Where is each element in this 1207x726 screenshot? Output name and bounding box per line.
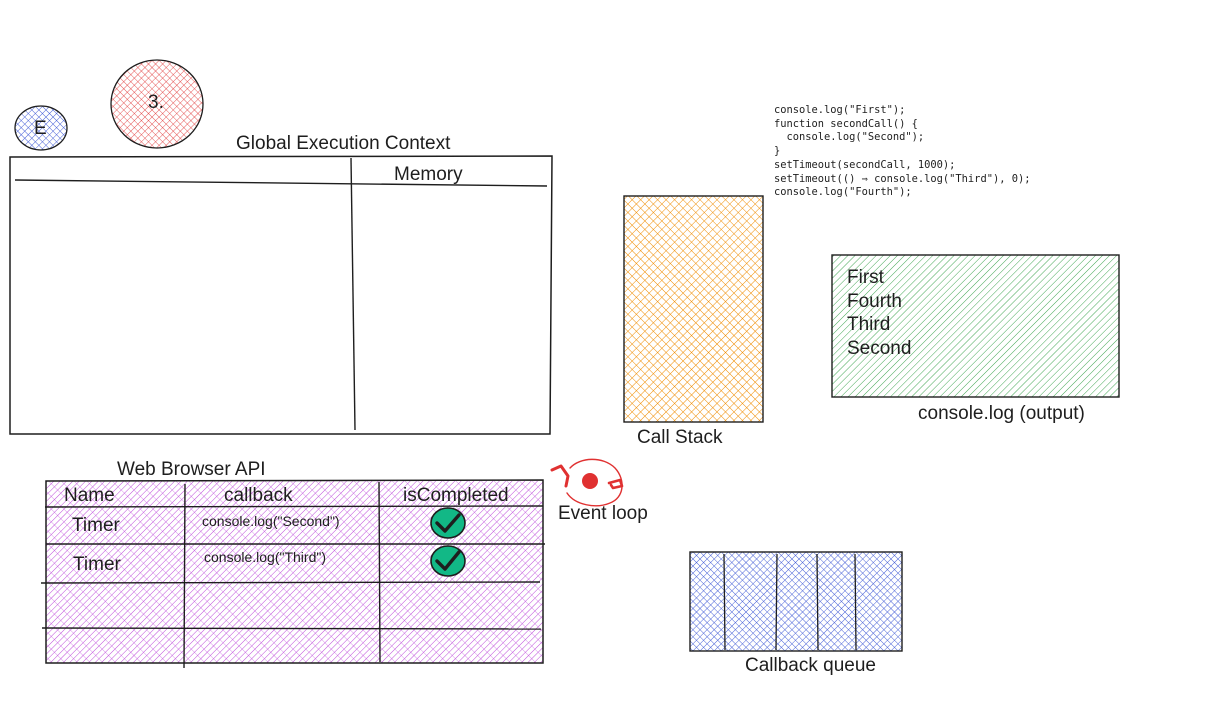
badge-small-label: E [34, 118, 47, 139]
header-callback: callback [224, 485, 293, 506]
header-name: Name [64, 485, 115, 506]
row-callback: console.log("Second") [202, 513, 340, 529]
output-line: Fourth [847, 290, 902, 312]
code-line: console.log("Fourth"); [774, 186, 912, 199]
row-name: Timer [73, 554, 121, 575]
row-callback: console.log("Third") [204, 549, 326, 565]
badge-large-label: 3. [148, 92, 164, 113]
code-line: setTimeout(secondCall, 1000); [774, 158, 956, 171]
callback-queue-box [689, 551, 903, 652]
code-line: setTimeout(() ⇒ console.log("Third"), 0)… [774, 172, 1031, 185]
code-line: console.log("Second"); [774, 131, 925, 144]
header-is-completed: isCompleted [403, 485, 509, 506]
global-context-title: Global Execution Context [236, 133, 451, 154]
row-name: Timer [72, 515, 120, 536]
event-loop-label: Event loop [558, 503, 648, 524]
output-line: Third [847, 314, 891, 335]
badge-small [14, 105, 68, 151]
check-icon [430, 507, 466, 539]
badge-large [110, 59, 204, 149]
code-line: console.log("First"); [774, 104, 906, 116]
check-icon [430, 545, 466, 577]
callback-queue-label: Callback queue [745, 655, 876, 676]
global-context-box [9, 155, 553, 435]
console-output-box [831, 254, 1120, 398]
console-output-lines: First Fourth Third Second [847, 266, 911, 360]
code-line: function secondCall() { [774, 117, 918, 130]
output-line: First [847, 267, 884, 288]
call-stack-label: Call Stack [637, 427, 723, 448]
code-line: } [774, 145, 781, 158]
event-loop-icon [550, 458, 624, 507]
call-stack-box [623, 195, 764, 423]
code-snippet: console.log("First");function secondCall… [774, 104, 1030, 200]
web-api-title: Web Browser API [117, 459, 266, 480]
memory-label: Memory [394, 164, 463, 185]
console-output-label: console.log (output) [918, 403, 1085, 424]
output-line: Second [847, 337, 912, 359]
